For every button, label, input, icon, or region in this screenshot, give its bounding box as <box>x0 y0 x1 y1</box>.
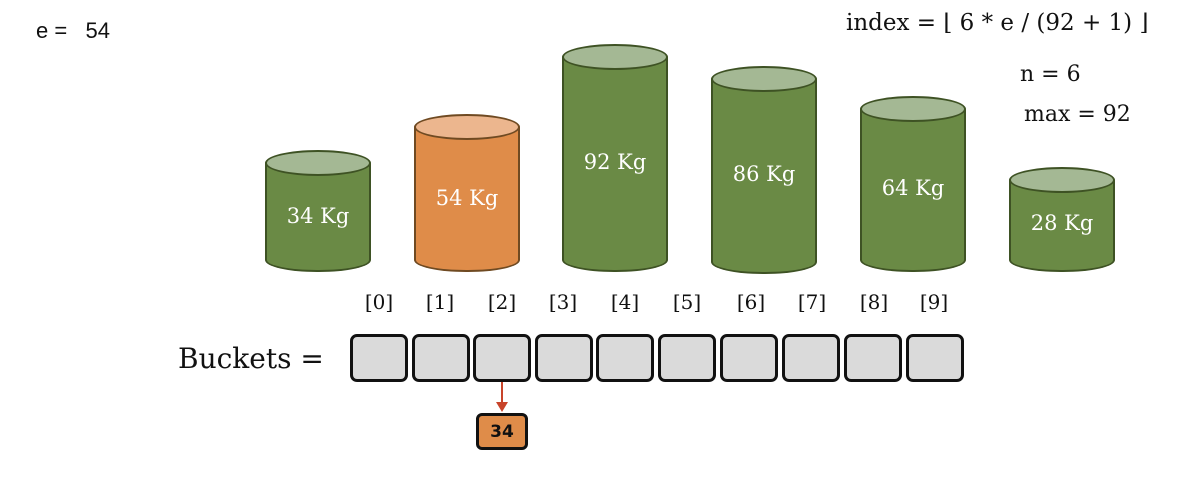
bucket-cell <box>658 334 716 382</box>
cylinder-1: 54 Kg <box>414 114 520 272</box>
cylinder-label: 34 Kg <box>286 204 350 228</box>
bucket-index-label: [5] <box>672 290 702 314</box>
cylinder-5: 28 Kg <box>1009 167 1115 272</box>
cylinder-3: 86 Kg <box>711 66 817 274</box>
bucket-cell <box>720 334 778 382</box>
bucket-cell <box>844 334 902 382</box>
bucket-index-label: [3] <box>548 290 578 314</box>
bucket-index-label: [9] <box>919 290 949 314</box>
buckets-label: Buckets = <box>178 342 324 375</box>
cylinder-4: 64 Kg <box>860 96 966 272</box>
bucket-cell <box>473 334 531 382</box>
bucket-index-label: [2] <box>487 290 517 314</box>
bucket-cell <box>350 334 408 382</box>
bucket-index-label: [4] <box>610 290 640 314</box>
bucket-index-label: [7] <box>797 290 827 314</box>
bucket-index-label: [8] <box>859 290 889 314</box>
bucket-cell <box>412 334 470 382</box>
cylinder-label: 28 Kg <box>1030 211 1094 235</box>
max-value-label: max = 92 <box>1024 102 1131 127</box>
cylinder-label: 86 Kg <box>732 162 796 186</box>
bucket-cell <box>906 334 964 382</box>
bucket-item: 34 <box>476 413 528 450</box>
cylinder-label: 92 Kg <box>583 150 647 174</box>
bucket-index-label: [0] <box>364 290 394 314</box>
bucket-cell <box>535 334 593 382</box>
bucket-index-label: [1] <box>425 290 455 314</box>
e-value-label: e = 54 <box>36 18 111 43</box>
n-value-label: n = 6 <box>1020 62 1081 87</box>
cylinder-label: 54 Kg <box>435 186 499 210</box>
cylinder-0: 34 Kg <box>265 150 371 272</box>
bucket-index-label: [6] <box>736 290 766 314</box>
bucket-cell <box>782 334 840 382</box>
cylinder-label: 64 Kg <box>881 176 945 200</box>
insert-arrow <box>501 382 503 404</box>
index-formula: index = ⌊ 6 * e / (92 + 1) ⌋ <box>846 10 1149 36</box>
cylinder-2: 92 Kg <box>562 44 668 272</box>
bucket-cell <box>596 334 654 382</box>
arrow-down-icon <box>496 402 508 412</box>
